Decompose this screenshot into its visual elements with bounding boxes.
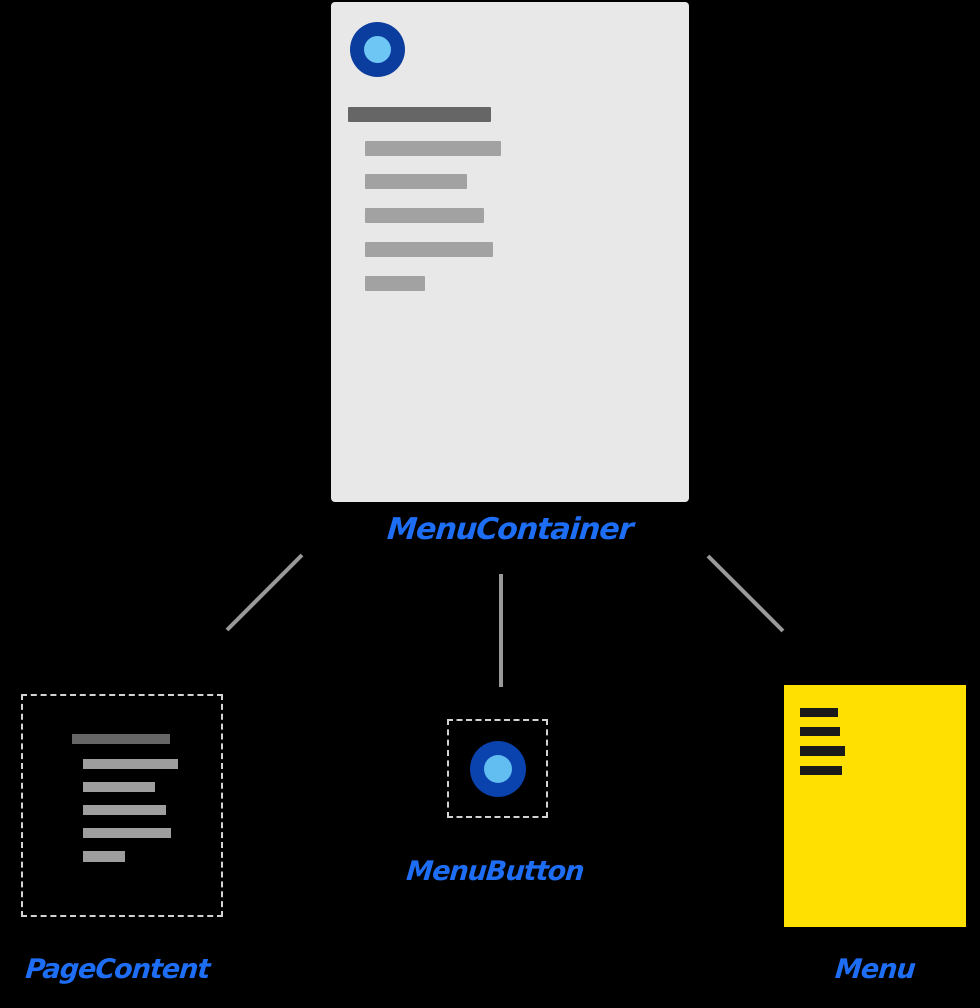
page-content-box: [21, 694, 223, 917]
menu-item-placeholder: [800, 727, 840, 736]
text-line-placeholder: [83, 805, 166, 815]
radio-button-circle-icon: [470, 741, 526, 797]
menu-button-box: [447, 719, 548, 818]
menu-panel: [784, 685, 966, 927]
text-line-placeholder: [83, 782, 155, 792]
text-line-placeholder: [83, 828, 171, 838]
text-line-placeholder: [365, 242, 493, 257]
text-line-placeholder: [365, 174, 467, 189]
radio-button-inner-dot: [484, 755, 512, 783]
text-line-placeholder: [83, 851, 125, 862]
connector-to-page-content: [225, 553, 304, 632]
title-text-placeholder: [348, 107, 491, 122]
text-line-placeholder: [365, 208, 484, 223]
text-line-placeholder: [83, 759, 178, 769]
menu-container-card: [331, 2, 689, 502]
menu-container-label: MenuContainer: [385, 512, 635, 547]
menu-item-placeholder: [800, 708, 838, 717]
menu-button-label: MenuButton: [405, 856, 585, 887]
page-content-label: PageContent: [24, 954, 211, 985]
text-line-placeholder: [365, 276, 425, 291]
menu-label: Menu: [833, 954, 917, 985]
radio-button-circle-icon: [350, 22, 405, 77]
title-text-placeholder: [72, 734, 170, 744]
menu-item-placeholder: [800, 766, 842, 775]
radio-button-inner-dot: [364, 36, 391, 63]
menu-item-placeholder: [800, 746, 845, 756]
connector-to-menu: [706, 554, 785, 633]
text-line-placeholder: [365, 141, 501, 156]
